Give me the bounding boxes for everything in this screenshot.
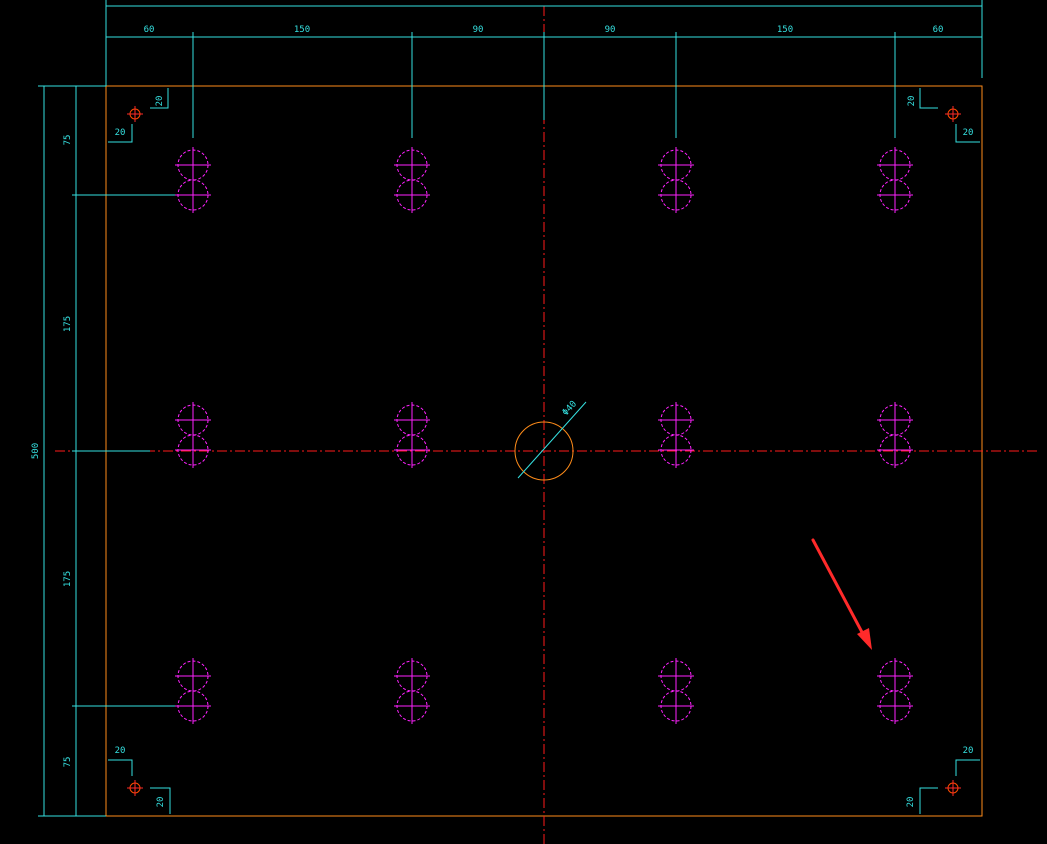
center-hole: Φ40: [514, 399, 587, 481]
dim-left-4: 75: [63, 757, 73, 768]
dim-top-3: 90: [473, 25, 484, 35]
dim-top-1: 60: [144, 25, 155, 35]
hole-pair-grid: [175, 147, 913, 724]
svg-text:20: 20: [963, 746, 974, 756]
svg-text:20: 20: [963, 128, 974, 138]
dim-left-2: 175: [63, 316, 73, 332]
svg-text:20: 20: [906, 797, 916, 808]
hole-pair: [175, 658, 211, 724]
hole-pair: [175, 147, 211, 213]
hole-pair: [877, 147, 913, 213]
svg-text:20: 20: [115, 128, 126, 138]
corner-hole-bottom-left: 20 20: [108, 746, 171, 814]
annotation-arrow: [811, 538, 872, 650]
dim-left-1: 75: [63, 135, 73, 146]
dim-top-6: 60: [933, 25, 944, 35]
left-dimension-chain: 75 175 175 75 500: [31, 85, 180, 817]
dim-top-2: 150: [294, 25, 310, 35]
svg-text:20: 20: [156, 797, 166, 808]
hole-pair: [877, 402, 913, 468]
corner-hole-top-right: 20 20: [907, 88, 980, 143]
dim-top-5: 150: [777, 25, 793, 35]
hole-pair: [877, 658, 913, 724]
dim-left-3: 175: [63, 571, 73, 587]
hole-pair: [394, 147, 430, 213]
hole-pair: [658, 658, 694, 724]
hole-pair: [658, 402, 694, 468]
dim-top-4: 90: [605, 25, 616, 35]
top-dimension-chain: 60 150 90 90 150 60: [105, 0, 983, 138]
svg-text:20: 20: [115, 746, 126, 756]
hole-pair: [394, 658, 430, 724]
corner-hole-bottom-right: 20 20: [906, 746, 980, 814]
hole-pair: [658, 147, 694, 213]
dim-overall-height: 500: [31, 443, 41, 459]
center-hole-label: Φ40: [561, 399, 579, 418]
svg-text:20: 20: [907, 96, 917, 107]
hole-pair: [394, 402, 430, 468]
svg-text:20: 20: [155, 96, 165, 107]
hole-pair: [175, 402, 211, 468]
corner-hole-top-left: 20 20: [108, 88, 169, 143]
